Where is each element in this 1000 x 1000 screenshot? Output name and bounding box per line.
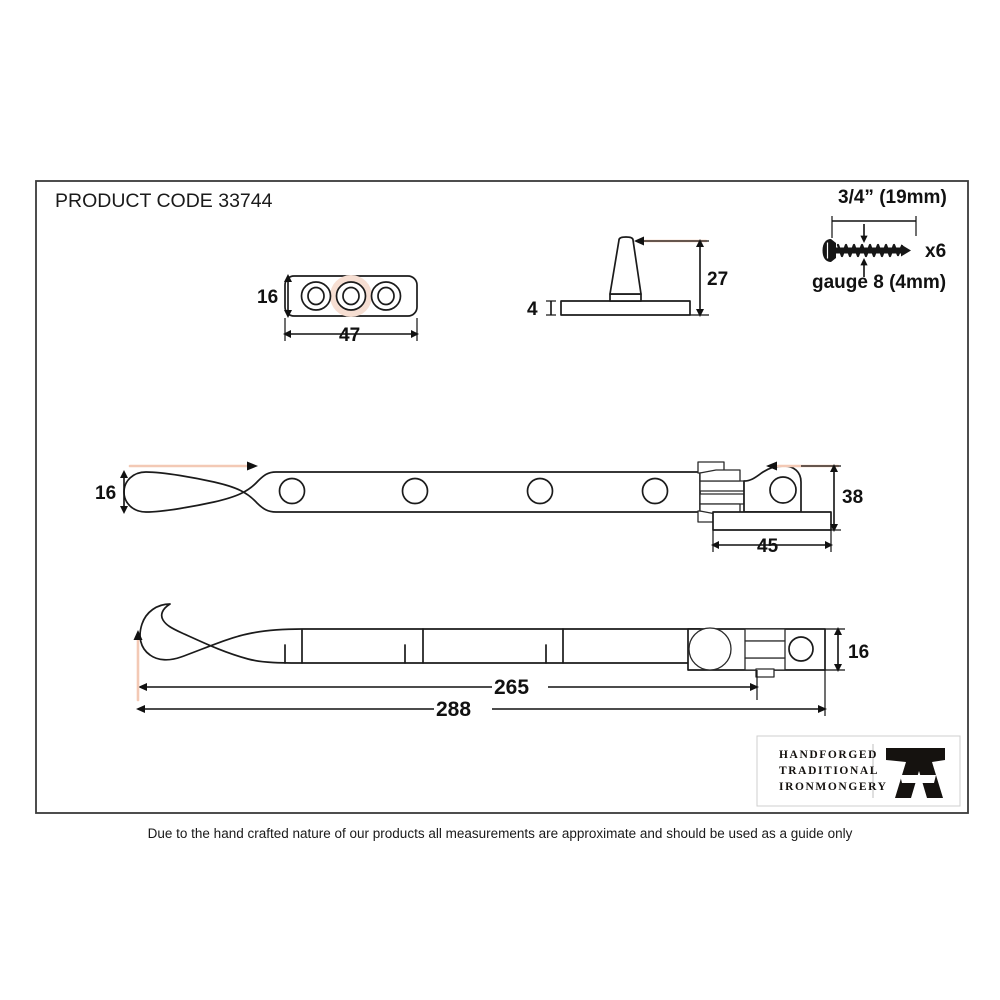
bracket-base-arrow-left — [711, 541, 719, 549]
logo-line-2: TRADITIONAL — [779, 765, 879, 777]
screw-length-label: 3/4” (19mm) — [838, 187, 947, 208]
length-288-leader-arrowhead — [133, 630, 143, 640]
hinge-bracket-base — [712, 511, 832, 531]
logo-line-3: IRONMONGERY — [779, 781, 888, 793]
anvil-a-icon — [886, 748, 945, 798]
bracket-base-arrow-right — [825, 541, 833, 549]
keep-plate-hole — [300, 281, 332, 311]
stay-arm-hole — [278, 477, 306, 505]
length-288-label: 288 — [436, 698, 471, 721]
keep-plate-hole — [335, 281, 367, 311]
drawing-frame — [35, 180, 969, 814]
pin-base-plate — [560, 300, 691, 316]
keep-plate-view: 16 47 — [257, 274, 419, 346]
knuckle-pin-stub — [755, 668, 775, 678]
keep-plate-width-label: 47 — [339, 325, 360, 346]
stay-arm-side-body — [139, 603, 701, 664]
hinge-pivot-hole — [769, 476, 797, 504]
length-288-arrow-left — [136, 705, 145, 713]
pin-height-arrow-bottom — [696, 309, 704, 317]
footer-note: Due to the hand crafted nature of our pr… — [148, 826, 853, 841]
stay-arm-hole — [401, 477, 429, 505]
pin-leader-arrowhead — [634, 236, 644, 246]
brand-logo: HANDFORGED TRADITIONAL IRONMONGERY — [756, 735, 961, 807]
side-thickness-arrow-bottom — [834, 664, 842, 672]
length-265-arrow-left — [138, 683, 147, 691]
pin-height-arrow-top — [696, 239, 704, 247]
bracket-height-arrow-bottom — [830, 524, 838, 532]
pin-height-label: 27 — [707, 269, 728, 290]
keep-plate-height-arrow-bottom — [284, 310, 292, 318]
bracket-height-arrow-top — [830, 464, 838, 472]
length-288-label-backing — [434, 698, 492, 720]
stay-arm-width-arrow-bottom — [120, 506, 128, 514]
knuckle-leaf-middle — [744, 640, 786, 659]
length-265-arrow-right — [750, 683, 759, 691]
keep-plate-width-arrow-right — [411, 330, 419, 338]
clevis-upper-fork — [699, 480, 745, 492]
stay-arm-hole — [641, 477, 669, 505]
stay-arm-width-arrow-top — [120, 470, 128, 478]
gauge-arrowhead-top — [860, 235, 868, 243]
knuckle-end-hole — [788, 636, 814, 662]
stay-arm-plan-view: 16 38 45 — [95, 461, 863, 557]
side-thickness-label: 16 — [848, 642, 869, 663]
screw-gauge-label: gauge 8 (4mm) — [812, 272, 946, 293]
clevis-lower-fork — [699, 493, 745, 505]
bracket-leader-arrowhead — [766, 461, 777, 471]
product-code-label: PRODUCT CODE 33744 — [55, 190, 273, 212]
stay-arm-width-leader-arrowhead — [247, 461, 258, 471]
screw-quantity-label: x6 — [925, 241, 946, 262]
length-265-label: 265 — [494, 676, 529, 699]
pin-peg-view: 27 4 — [527, 236, 728, 320]
side-thickness-arrow-top — [834, 627, 842, 635]
keep-plate-height-label: 16 — [257, 287, 278, 308]
gauge-arrowhead-bottom — [860, 258, 868, 266]
clevis-top-plate — [699, 469, 741, 482]
keep-plate-height-arrow-top — [284, 274, 292, 282]
pin-base-thickness-label: 4 — [527, 299, 538, 320]
knuckle-leaf-top — [744, 628, 786, 642]
keep-plate-hole — [370, 281, 402, 311]
stay-arm-side-view: 16 265 288 — [133, 603, 869, 721]
logo-line-1: HANDFORGED — [779, 749, 878, 761]
wood-screw-icon — [822, 239, 911, 262]
fastener-detail: 3/4” (19mm) x6 gauge 8 (4mm) — [812, 187, 947, 293]
stay-arm-hole — [526, 477, 554, 505]
length-265-label-backing — [492, 676, 548, 698]
pin-collar — [609, 293, 642, 302]
length-288-arrow-right — [818, 705, 827, 713]
stay-arm-width-label: 16 — [95, 483, 116, 504]
keep-plate-width-arrow-left — [283, 330, 291, 338]
knuckle-leaf-bottom — [744, 657, 786, 671]
bracket-base-label: 45 — [757, 536, 779, 557]
bracket-height-label: 38 — [842, 487, 863, 508]
pin-shaft — [609, 236, 642, 295]
knuckle-pivot-barrel — [688, 627, 732, 671]
